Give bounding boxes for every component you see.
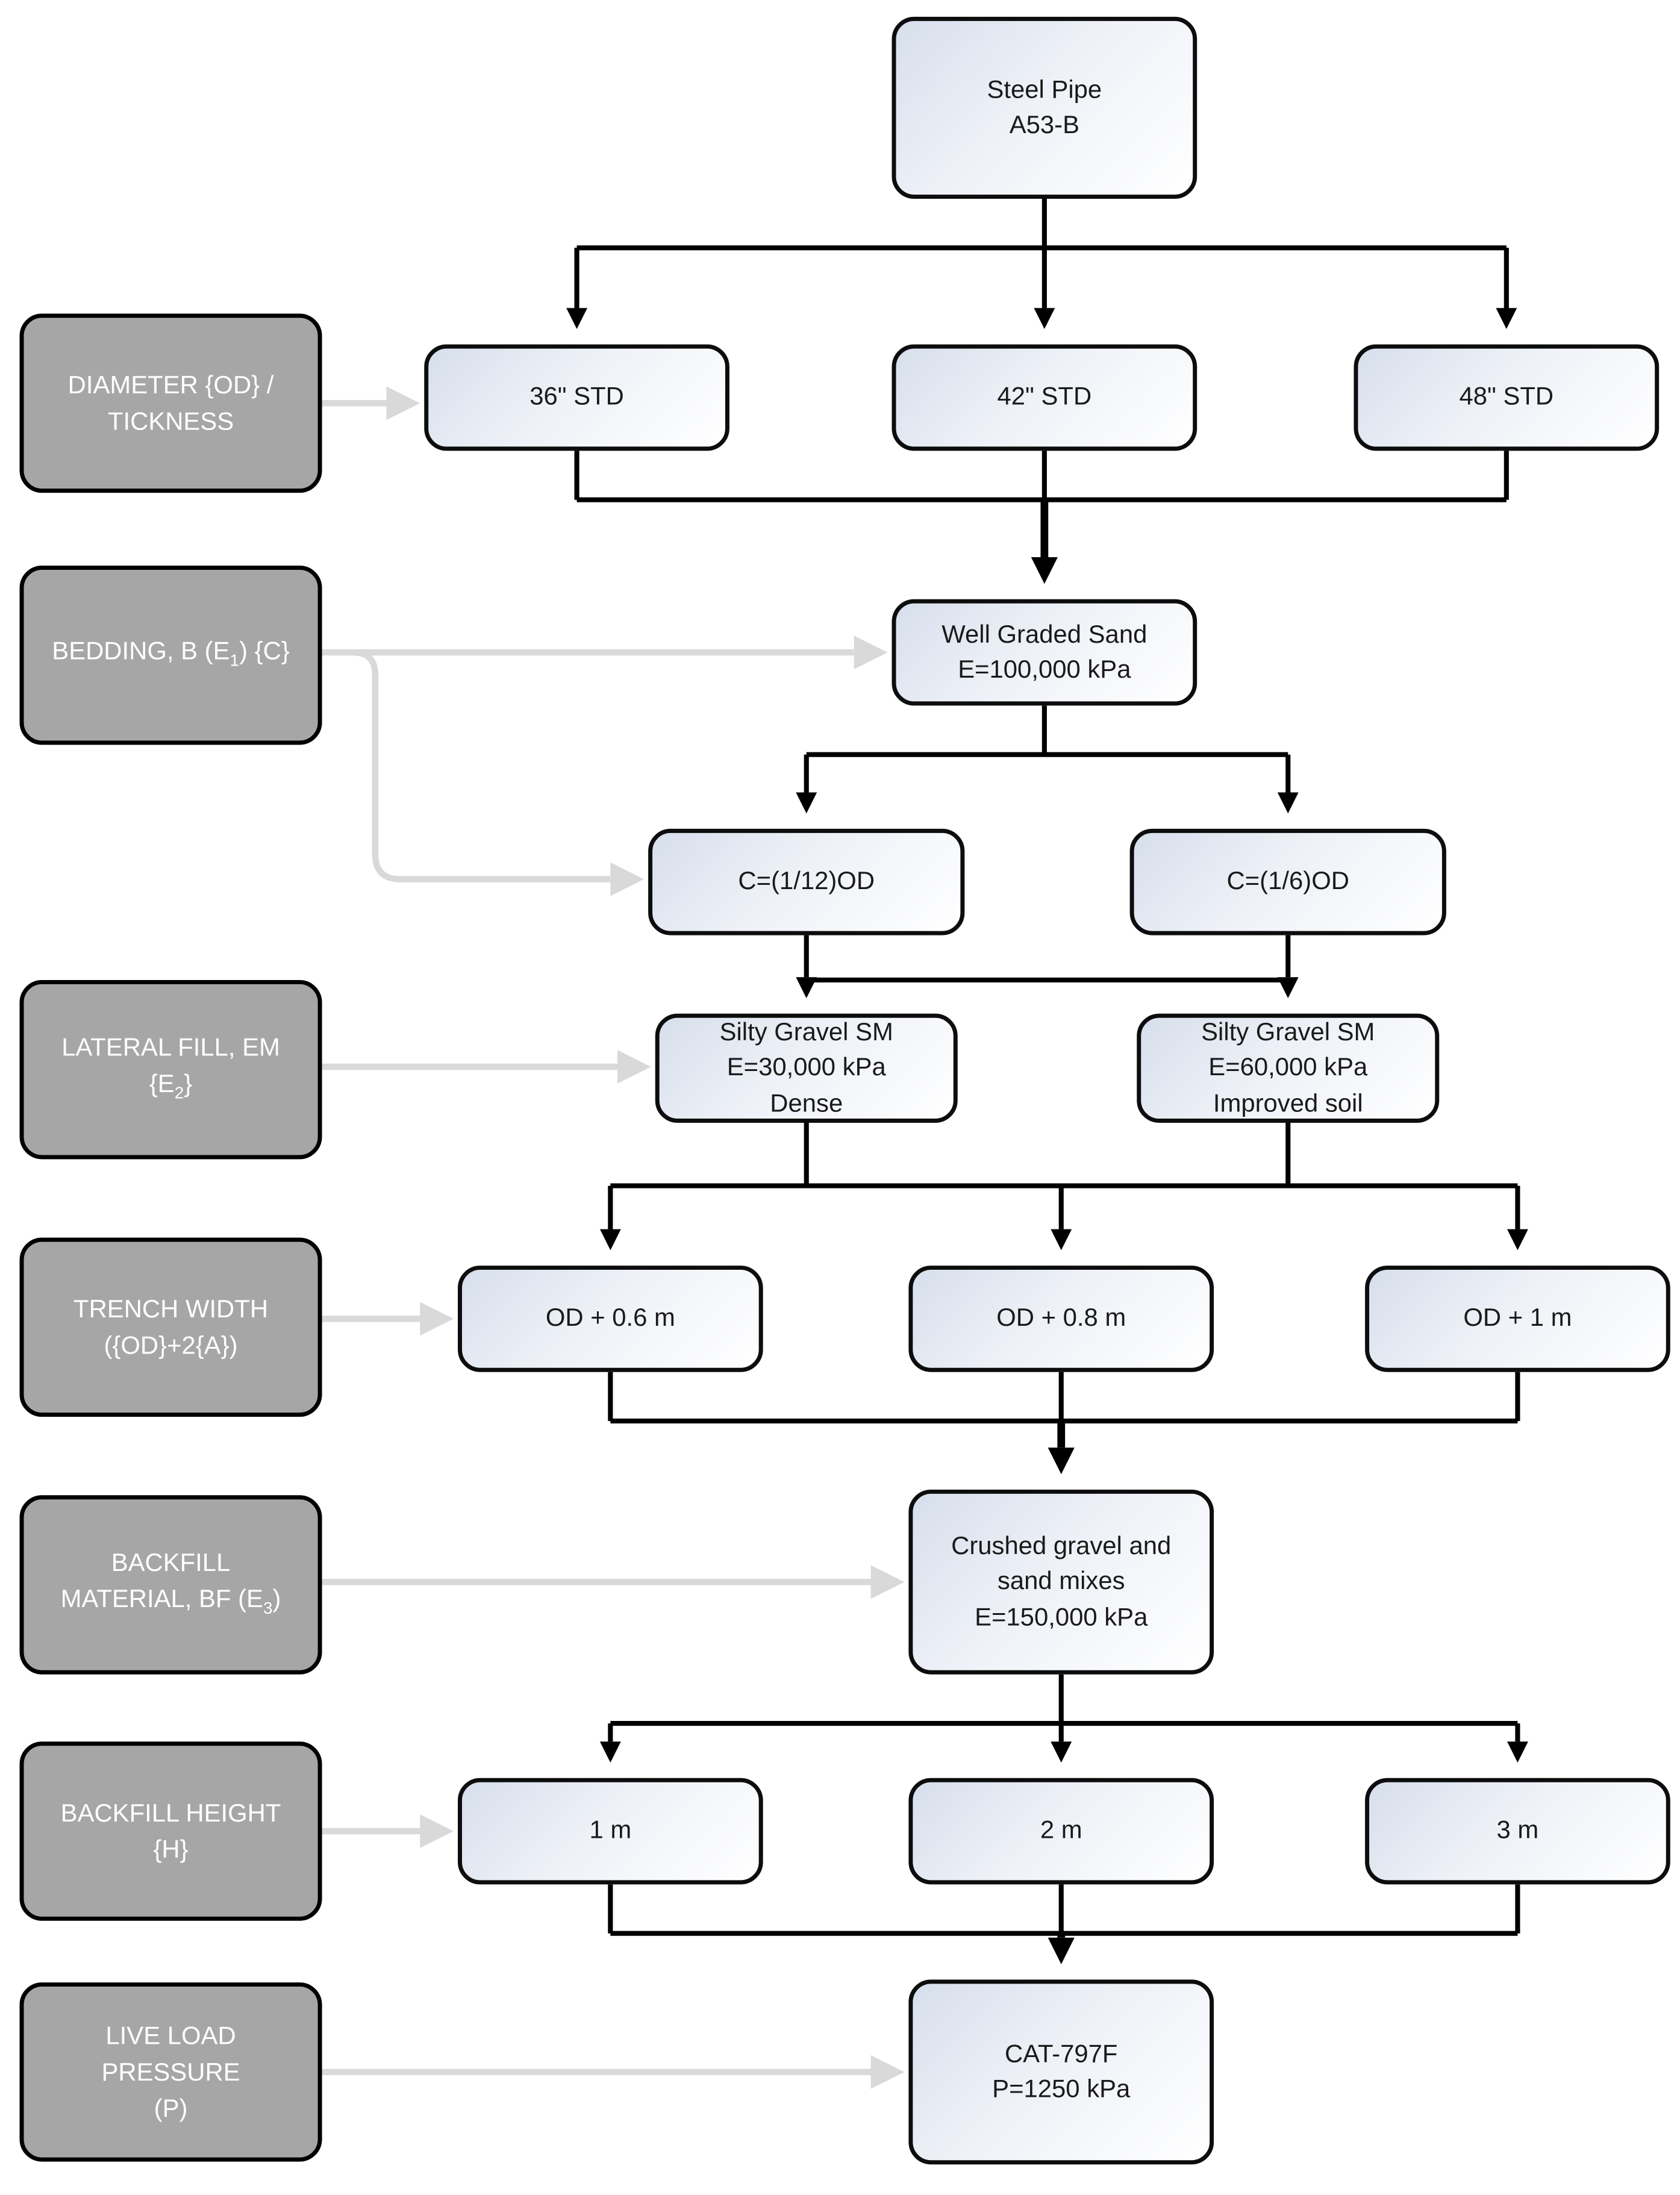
label-text: BEDDING, B (E [52,636,230,665]
label-line: BACKFILL HEIGHT [60,1799,281,1828]
label-line: (P) [154,2094,188,2123]
node-line: Crushed gravel and [951,1531,1172,1560]
label-bedding: BEDDING, B (E1) {C} [19,565,322,745]
node-line: CAT-797F [1004,2039,1118,2067]
node-line: Steel Pipe [987,75,1102,103]
label-line: {H} [153,1835,189,1864]
node-height-1m: 1 m [458,1778,763,1885]
label-backfill-material: BACKFILL MATERIAL, BF (E3) [19,1495,322,1675]
label-live-load: LIVE LOAD PRESSURE (P) [19,1982,322,2162]
label-text: MATERIAL, BF (E [60,1584,263,1613]
label-lateral-fill: LATERAL FILL, EM {E2} [19,979,322,1160]
node-line: 48" STD [1459,382,1554,411]
node-crushed-gravel: Crushed gravel and sand mixes E=150,000 … [908,1489,1214,1675]
node-line: OD + 0.8 m [996,1304,1126,1332]
node-line: 42" STD [997,382,1092,411]
label-line: BEDDING, B (E1) {C} [52,632,290,678]
label-line: TRENCH WIDTH [73,1294,269,1323]
label-line: {E2} [149,1065,192,1111]
node-line: Silty Gravel SM [1201,1017,1375,1046]
node-silty-gravel-improved: Silty Gravel SM E=60,000 kPa Improved so… [1137,1013,1440,1123]
label-text: {E [149,1069,175,1098]
node-od-plus-1: OD + 1 m [1365,1266,1670,1372]
node-cat-797f: CAT-797F P=1250 kPa [908,1979,1214,2165]
node-line: E=60,000 kPa [1208,1053,1368,1081]
node-line: OD + 1 m [1463,1304,1572,1332]
node-line: 2 m [1040,1816,1082,1844]
node-line: E=30,000 kPa [726,1053,886,1081]
label-line: PRESSURE [101,2058,240,2087]
node-well-graded-sand: Well Graded Sand E=100,000 kPa [892,599,1198,706]
label-text: ) [272,1584,281,1613]
node-line: 36" STD [529,382,624,411]
label-backfill-height: BACKFILL HEIGHT {H} [19,1741,322,1921]
node-c-1-6-od: C=(1/6)OD [1129,828,1446,935]
node-line: Improved soil [1213,1088,1363,1117]
node-line: sand mixes [997,1567,1125,1595]
node-od-plus-06: OD + 0.6 m [458,1266,763,1372]
label-arrows [322,386,905,2089]
node-steel-pipe: Steel Pipe A53-B [892,16,1198,199]
node-line: Well Graded Sand [941,619,1148,648]
node-line: 3 m [1496,1816,1539,1844]
node-silty-gravel-dense: Silty Gravel SM E=30,000 kPa Dense [655,1013,958,1123]
label-trench-width: TRENCH WIDTH ({OD}+2{A}) [19,1237,322,1417]
label-line: LIVE LOAD [105,2022,236,2050]
node-48-std: 48" STD [1354,344,1660,451]
node-line: Dense [770,1088,843,1117]
node-height-3m: 3 m [1365,1778,1670,1885]
label-subscript: 1 [230,650,240,670]
label-subscript: 2 [174,1082,184,1102]
node-36-std: 36" STD [424,344,729,451]
label-diameter: DIAMETER {OD} / TICKNESS [19,313,322,493]
node-line: 1 m [589,1816,632,1844]
node-line: E=100,000 kPa [958,655,1131,684]
label-line: TICKNESS [107,407,234,436]
node-height-2m: 2 m [908,1778,1214,1885]
label-text: ) {C} [239,636,290,665]
label-subscript: 3 [263,1597,273,1618]
flow-connectors [566,199,1528,1964]
node-line: E=150,000 kPa [975,1602,1148,1631]
label-line: ({OD}+2{A}) [104,1331,238,1360]
node-od-plus-08: OD + 0.8 m [908,1266,1214,1372]
node-line: Silty Gravel SM [719,1017,893,1046]
label-text: } [184,1069,193,1098]
node-line: C=(1/12)OD [738,867,875,895]
label-line: DIAMETER {OD} / [67,370,274,399]
node-line: A53-B [1009,110,1079,139]
node-line: OD + 0.6 m [545,1304,675,1332]
label-line: BACKFILL [111,1547,231,1576]
node-c-1-12-od: C=(1/12)OD [648,828,965,935]
node-42-std: 42" STD [892,344,1198,451]
node-line: C=(1/6)OD [1226,867,1349,895]
label-line: LATERAL FILL, EM [61,1032,280,1061]
node-line: P=1250 kPa [992,2075,1131,2103]
label-line: MATERIAL, BF (E3) [61,1580,281,1626]
arrow-bedding-to-c112 [352,649,645,896]
